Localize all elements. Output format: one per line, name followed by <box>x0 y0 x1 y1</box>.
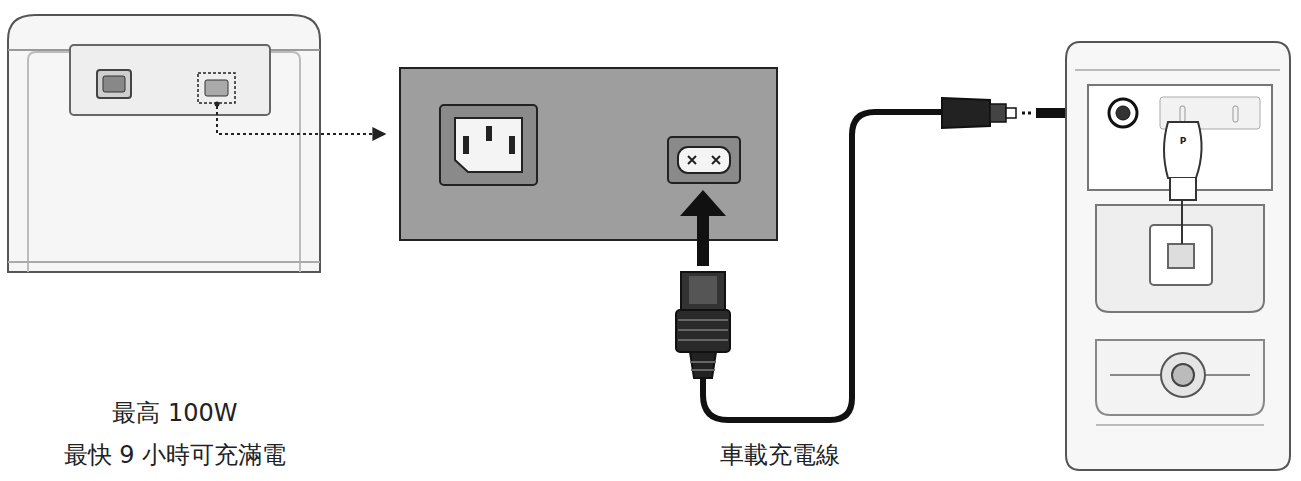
insert-arrowhead <box>680 190 726 216</box>
car-console <box>1066 42 1290 470</box>
zoom-panel <box>400 68 777 240</box>
charge-time: 最快 9 小時可充滿電 <box>64 441 287 470</box>
gear-letter: P <box>1180 136 1187 147</box>
zoom-pointer <box>217 106 385 134</box>
car-charging-cable <box>676 98 1016 420</box>
power-station <box>8 15 320 272</box>
pointer-dot <box>215 102 220 107</box>
power-rating: 最高 100W <box>112 399 237 428</box>
cable-name: 車載充電線 <box>720 441 840 470</box>
plug-gap <box>1022 112 1034 115</box>
insert-arrow <box>697 214 709 266</box>
